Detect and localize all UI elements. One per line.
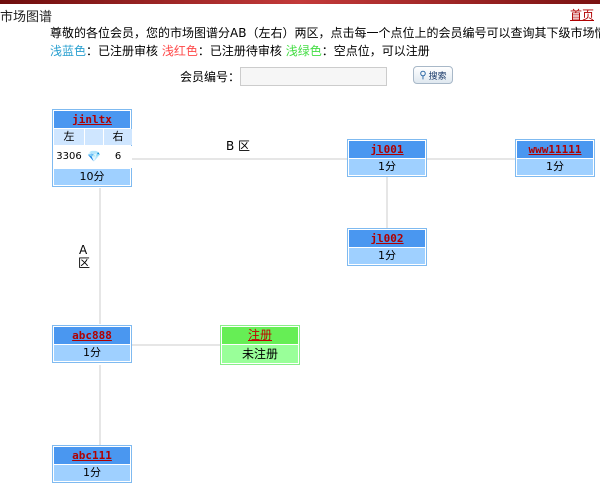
connector-jl001-to-www11111 [427,158,521,160]
root-left-value: 3306 [54,146,84,168]
connector-jl001-to-jl002 [386,177,388,228]
root-score: 10分 [54,169,130,185]
empty-slot-status: 未注册 [222,345,298,363]
legend-green-text: ：空点位，可以注册 [321,44,430,58]
notice-text: 尊敬的各位会员，您的市场图谱分AB（左右）两区，点击每一个点位上的会员编号可以查… [50,26,600,40]
tree-node-jl001: jl001 1分 [347,139,427,177]
connector-root-to-abc888 [99,188,101,324]
connector-root-to-jl001 [131,158,348,160]
search-button-label: 搜索 [428,71,447,82]
tree-node-abc888: abc888 1分 [52,325,132,363]
search-button[interactable]: ⚲ 搜索 [413,66,453,84]
node-score: 1分 [349,248,425,264]
legend-blue-text: ：已注册审核 [86,44,162,58]
tree-node-abc111: abc111 1分 [52,445,132,483]
root-mid-header [85,129,103,145]
node-score: 1分 [517,159,593,175]
legend-blue-label: 浅蓝色 [50,44,87,58]
root-right-header: 右 [104,129,132,145]
legend-red-text: ：已注册待审核 [197,44,286,58]
member-id-link[interactable]: www11111 [517,141,593,158]
zone-a-label-top: A [79,243,88,257]
connector-abc888-to-empty [131,344,221,346]
root-gem-cell: 💎 [85,146,103,168]
root-right-value: 6 [104,146,132,168]
node-score: 1分 [54,345,130,361]
page-title: 市场图谱 [0,10,53,25]
top-banner-strip [0,0,600,4]
member-id-link[interactable]: jl001 [349,141,425,158]
node-score: 1分 [54,465,130,481]
member-id-link[interactable]: jl002 [349,230,425,247]
color-legend: 浅蓝色：已注册审核 浅红色：已注册待审核 浅绿色：空点位，可以注册 [50,42,430,59]
zone-b-label: B 区 [226,139,251,153]
node-score: 1分 [349,159,425,175]
tree-node-www11111: www11111 1分 [515,139,595,177]
legend-green-label: 浅绿色 [285,44,322,58]
tree-root-node: jinltx 左 右 3306 💎 6 10分 [52,109,132,187]
tree-empty-slot: 注册 未注册 [220,325,300,365]
legend-red-label: 浅红色 [161,44,198,58]
search-icon: ⚲ [419,69,427,81]
root-left-header: 左 [54,129,84,145]
connector-abc888-to-abc111 [99,365,101,445]
home-link[interactable]: 首页 [569,8,594,22]
root-member-id-link[interactable]: jinltx [54,111,130,128]
gem-icon: 💎 [87,150,101,163]
zone-a-label-bottom: 区 [78,256,91,270]
member-id-label: 会员编号： [180,70,241,84]
member-id-input[interactable] [240,67,387,86]
member-id-link[interactable]: abc888 [54,327,130,344]
register-link[interactable]: 注册 [222,327,298,344]
tree-node-jl002: jl002 1分 [347,228,427,266]
root-stats-grid: 左 右 3306 💎 6 [54,129,132,168]
member-id-link[interactable]: abc111 [54,447,130,464]
